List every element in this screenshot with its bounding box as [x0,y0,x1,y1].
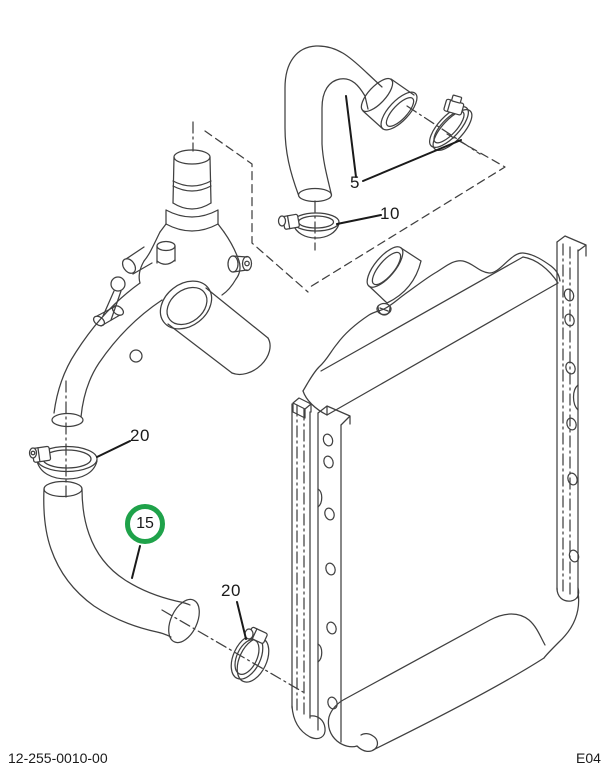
clamp-20-lower-drawing [230,626,270,683]
callout-10[interactable]: 10 [380,204,400,223]
upper-hose-5-drawing [284,45,418,203]
page-code: E04 [576,750,601,766]
radiator-drawing [291,235,587,753]
clamp-10-drawing [277,212,340,239]
construction-lines [65,105,506,693]
lower-hose-15-drawing [43,480,200,644]
clamp-20-upper-drawing [28,445,98,480]
thermostat-housing-drawing [51,149,271,428]
callout-20-lower[interactable]: 20 [221,581,241,600]
upper-hose-end-clamp-drawing [429,94,473,151]
document-number: 12-255-0010-00 [8,750,108,766]
callout-15-highlighted[interactable]: 15 [125,504,165,544]
callout-20-upper[interactable]: 20 [130,426,150,445]
callout-15-label: 15 [136,515,154,532]
callout-5[interactable]: 5 [350,173,360,192]
leader-lines [96,95,462,640]
